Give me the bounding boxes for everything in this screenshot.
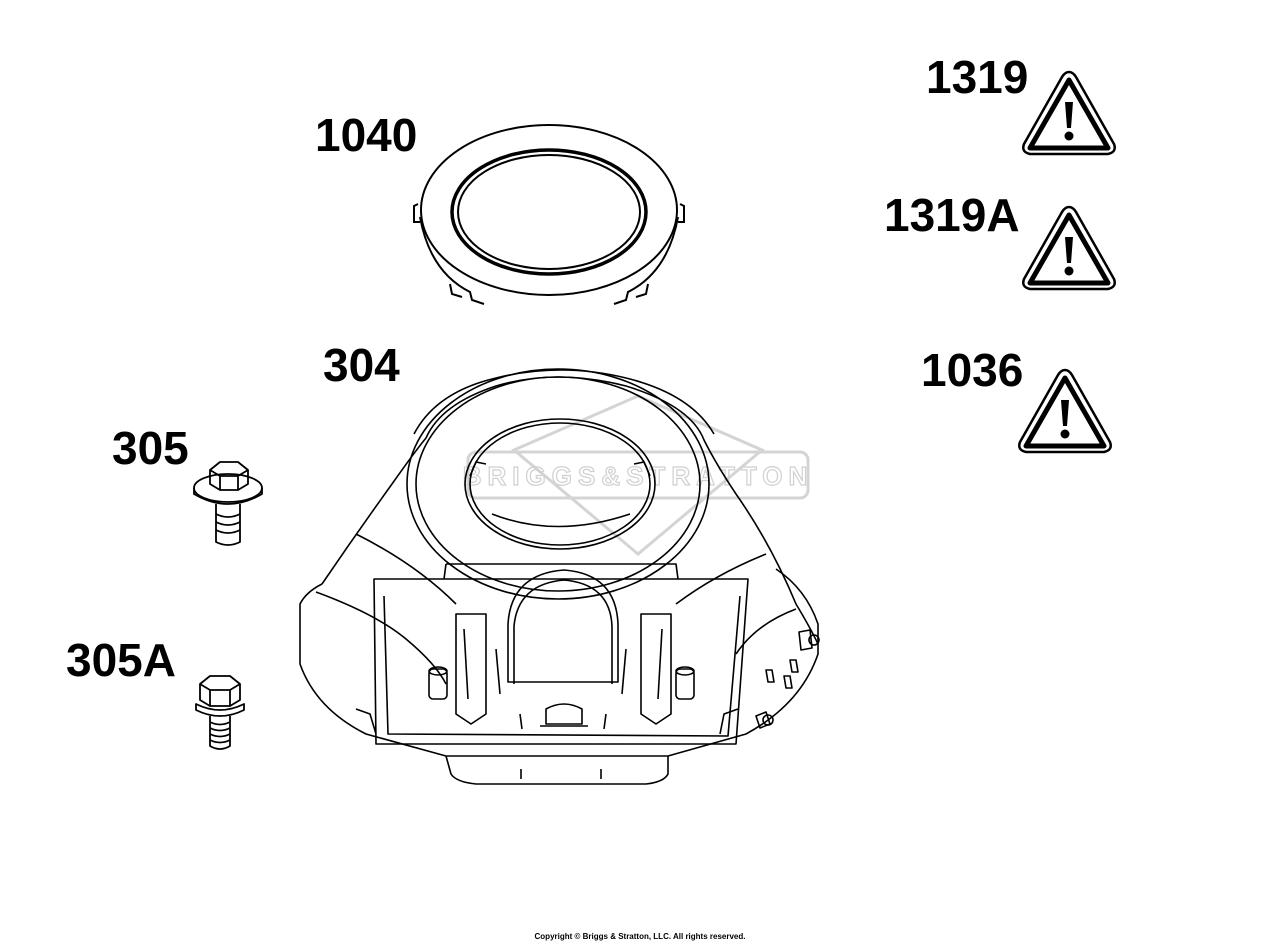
callout-1319: 1319 [926,51,1029,103]
part-1040-ring [413,124,685,305]
brand-watermark-logo: BRIGGS&STRATTON [462,394,813,556]
callout-1036: 1036 [921,344,1024,396]
callout-1319a: 1319A [884,189,1020,241]
part-305-bolt [193,461,263,546]
callout-305a: 305A [66,634,176,686]
callout-304: 304 [323,339,400,391]
warning-triangle-icon-1319 [1022,70,1116,156]
warning-triangle-icon-1036 [1018,368,1112,454]
watermark-text: BRIGGS&STRATTON [463,461,813,491]
callout-1040: 1040 [315,109,418,161]
copyright-notice: Copyright © Briggs & Stratton, LLC. All … [534,932,746,941]
part-304-blower-housing [299,368,820,785]
part-305a-bolt [195,675,245,750]
warning-triangle-icon-1319a [1022,205,1116,291]
callout-305: 305 [112,422,189,474]
